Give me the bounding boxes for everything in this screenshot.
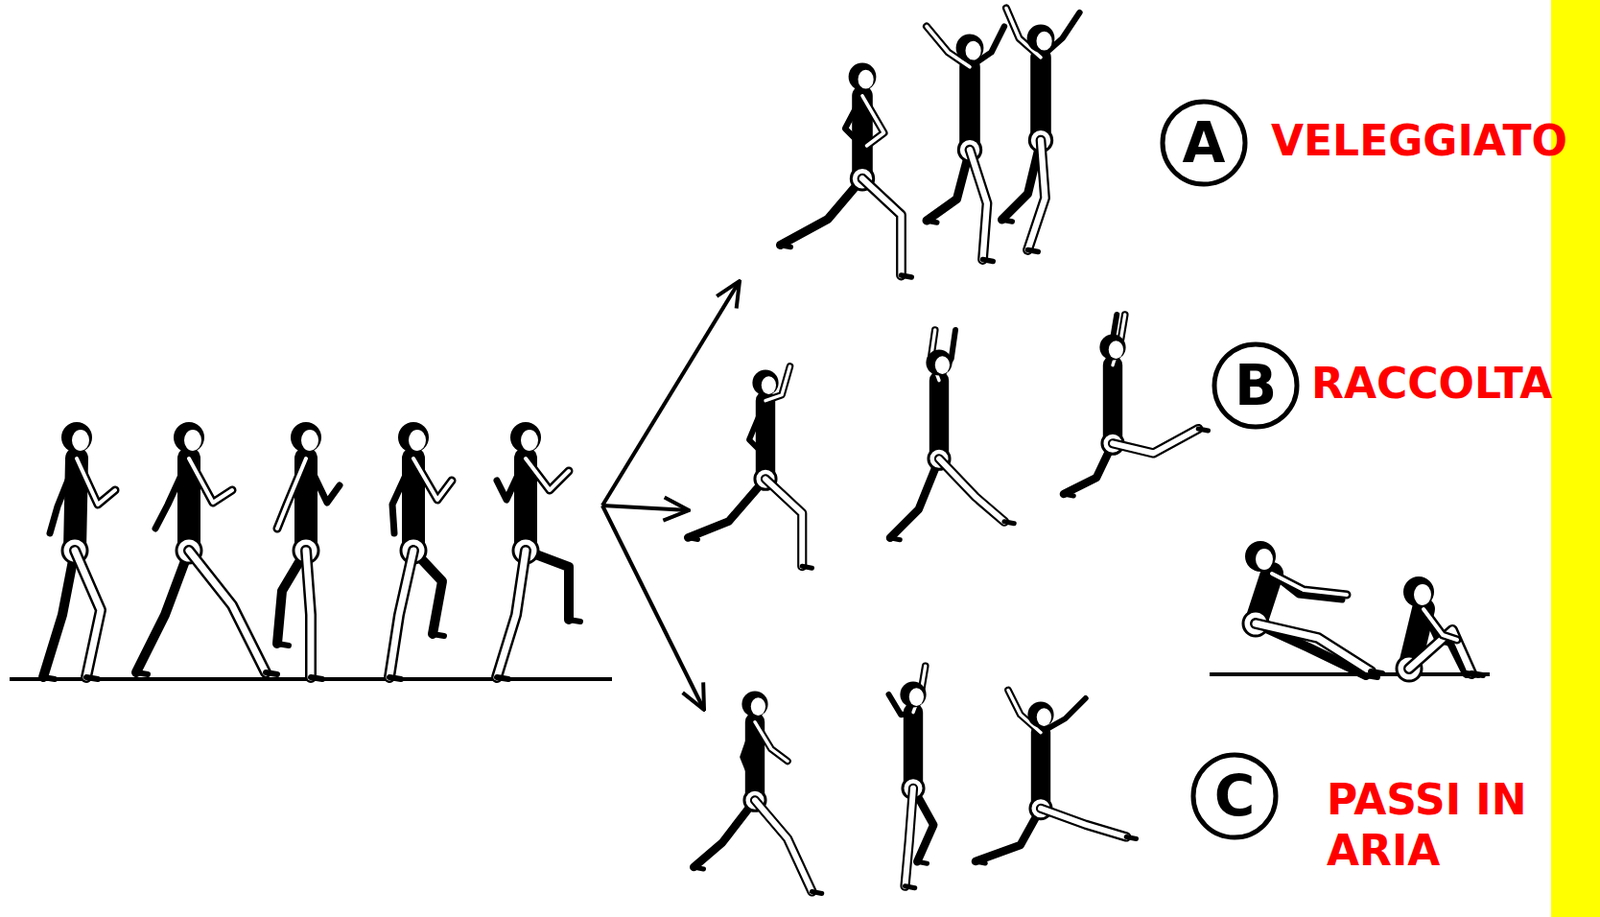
athlete-figure xyxy=(687,366,812,568)
style-name: VELEGGIATO xyxy=(1270,116,1588,167)
athlete-figure xyxy=(389,422,452,680)
athlete-figure xyxy=(1243,541,1383,678)
athlete-figure xyxy=(890,329,1014,541)
branch-arrow xyxy=(602,505,705,710)
athlete-figure xyxy=(1002,8,1081,253)
athlete-figure xyxy=(496,422,581,680)
athlete-figure xyxy=(926,26,1005,262)
style-name: RACCOLTA xyxy=(1311,358,1590,410)
style-name: PASSI IN ARIA xyxy=(1326,775,1567,877)
letter-circle: A xyxy=(1159,98,1248,188)
landing-ground-line xyxy=(1209,672,1490,677)
athlete-figure xyxy=(277,422,340,680)
athlete-figure xyxy=(975,690,1136,865)
athlete-figure xyxy=(43,422,116,680)
circle-letter: C xyxy=(1214,768,1256,824)
branch-arrow xyxy=(602,505,689,511)
athlete-figure xyxy=(136,422,278,675)
athlete-figure xyxy=(693,690,822,894)
athlete-figure xyxy=(780,63,913,278)
athlete-figure xyxy=(1063,314,1208,496)
circle-letter: B xyxy=(1234,357,1277,414)
circle-letter: A xyxy=(1182,115,1226,171)
branch-arrow xyxy=(602,281,740,506)
athlete-figure xyxy=(889,665,935,889)
letter-circle: C xyxy=(1190,752,1279,841)
letter-circle: B xyxy=(1211,341,1300,430)
athlete-figure xyxy=(1396,576,1483,682)
